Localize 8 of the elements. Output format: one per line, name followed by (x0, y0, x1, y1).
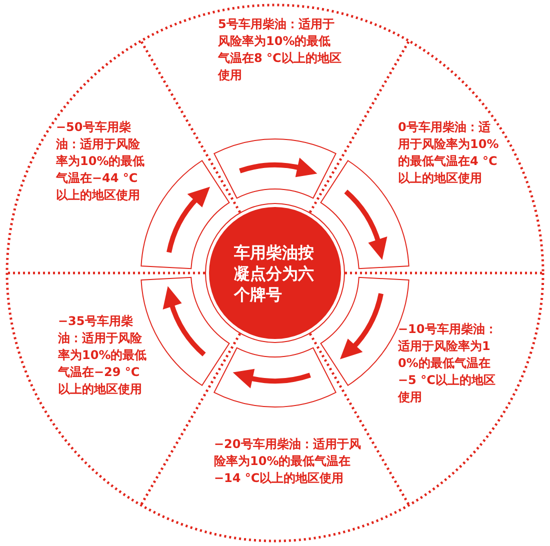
sector-description: −20号车用柴油：适用于风险率为10%的最低气温在−14 °C以上的地区使用 (214, 436, 364, 487)
sector-description: 5号车用柴油：适用于风险率为10%的最低气温在8 °C以上的地区使用 (218, 16, 342, 84)
center-circle (209, 207, 341, 339)
sector-description: −10号车用柴油：适用于风险率为10%的最低气温在−5 °C以上的地区使用 (398, 321, 502, 406)
sector-description: 0号车用柴油：适用于风险率为10%的最低气温在4 °C以上的地区使用 (398, 119, 502, 187)
sector-description: −35号车用柴油：适用于风险率为10%的最低气温在−29 °C以上的地区使用 (58, 313, 150, 398)
sector-description: −50号车用柴油：适用于风险率为10%的最低气温在−44 °C以上的地区使用 (56, 119, 148, 204)
center-title: 车用柴油按凝点分为六个牌号 (234, 242, 315, 304)
